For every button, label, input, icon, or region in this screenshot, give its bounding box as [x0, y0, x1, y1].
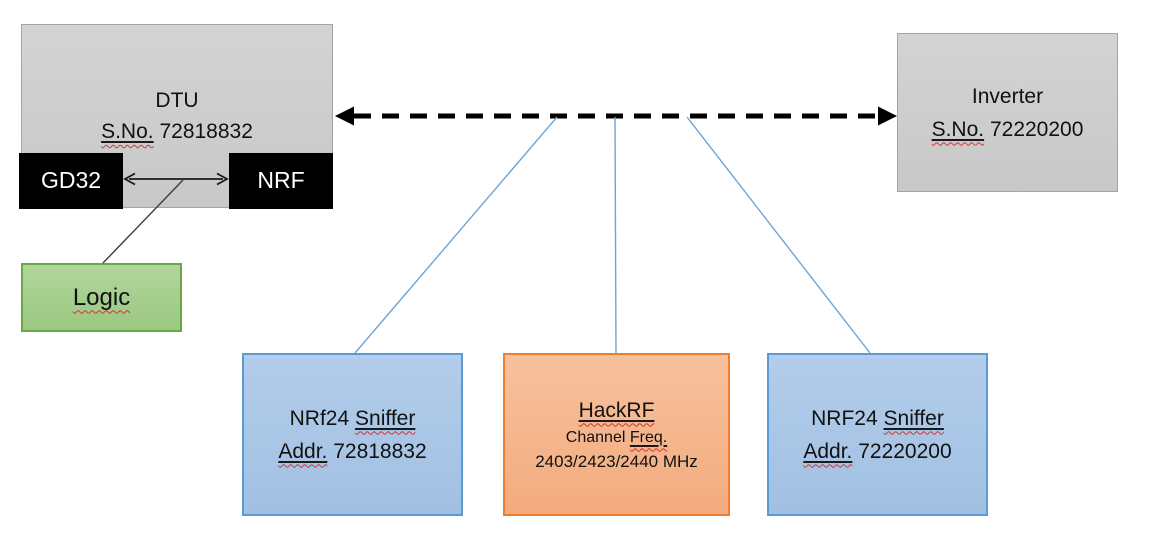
inverter-serial-label: S.No.: [931, 117, 985, 141]
hackrf-channel-line: Channel Freq.: [565, 428, 668, 446]
logic-label: Logic: [72, 283, 131, 311]
dtu-inverter-dashed-arrow: [335, 106, 897, 126]
sniffer-left-box: NRf24 Sniffer Addr. 72818832: [242, 353, 463, 516]
inverter-box: Inverter S.No. 72220200: [897, 33, 1118, 192]
sniffer-right-addr: Addr. 72220200: [803, 439, 952, 463]
sniffer-right-box: NRF24 Sniffer Addr. 72220200: [767, 353, 988, 516]
dtu-box: DTU S.No. 72818832 GD32 NRF: [19, 24, 333, 209]
sniffer-left-line: [354, 116, 558, 354]
sniffer-right-title: NRF24 Sniffer: [811, 406, 944, 430]
hackrf-frequencies: 2403/2423/2440 MHz: [535, 451, 698, 471]
nrf-chip-label: NRF: [257, 167, 305, 193]
sniffer-left-title: NRf24 Sniffer: [289, 406, 416, 430]
inverter-serial: S.No. 72220200: [932, 113, 1084, 146]
hackrf-box: HackRF Channel Freq. 2403/2423/2440 MHz: [503, 353, 730, 516]
dtu-serial: S.No. 72818832: [101, 116, 253, 147]
logic-box: Logic: [21, 263, 182, 332]
gd32-chip-label: GD32: [40, 167, 102, 193]
gd32-chip: GD32: [19, 152, 123, 209]
dtu-title: DTU: [155, 89, 199, 112]
dtu-serial-number: 72818832: [159, 120, 253, 143]
sniffer-left-addr: Addr. 72818832: [278, 439, 427, 463]
nrf-chip: NRF: [229, 152, 333, 209]
hackrf-line: [614, 116, 617, 354]
dtu-serial-label: S.No.: [101, 120, 154, 143]
inverter-serial-number: 72220200: [989, 117, 1084, 141]
inverter-title: Inverter: [971, 84, 1044, 108]
sniffer-right-line: [686, 116, 871, 354]
hackrf-title: HackRF: [578, 398, 655, 422]
